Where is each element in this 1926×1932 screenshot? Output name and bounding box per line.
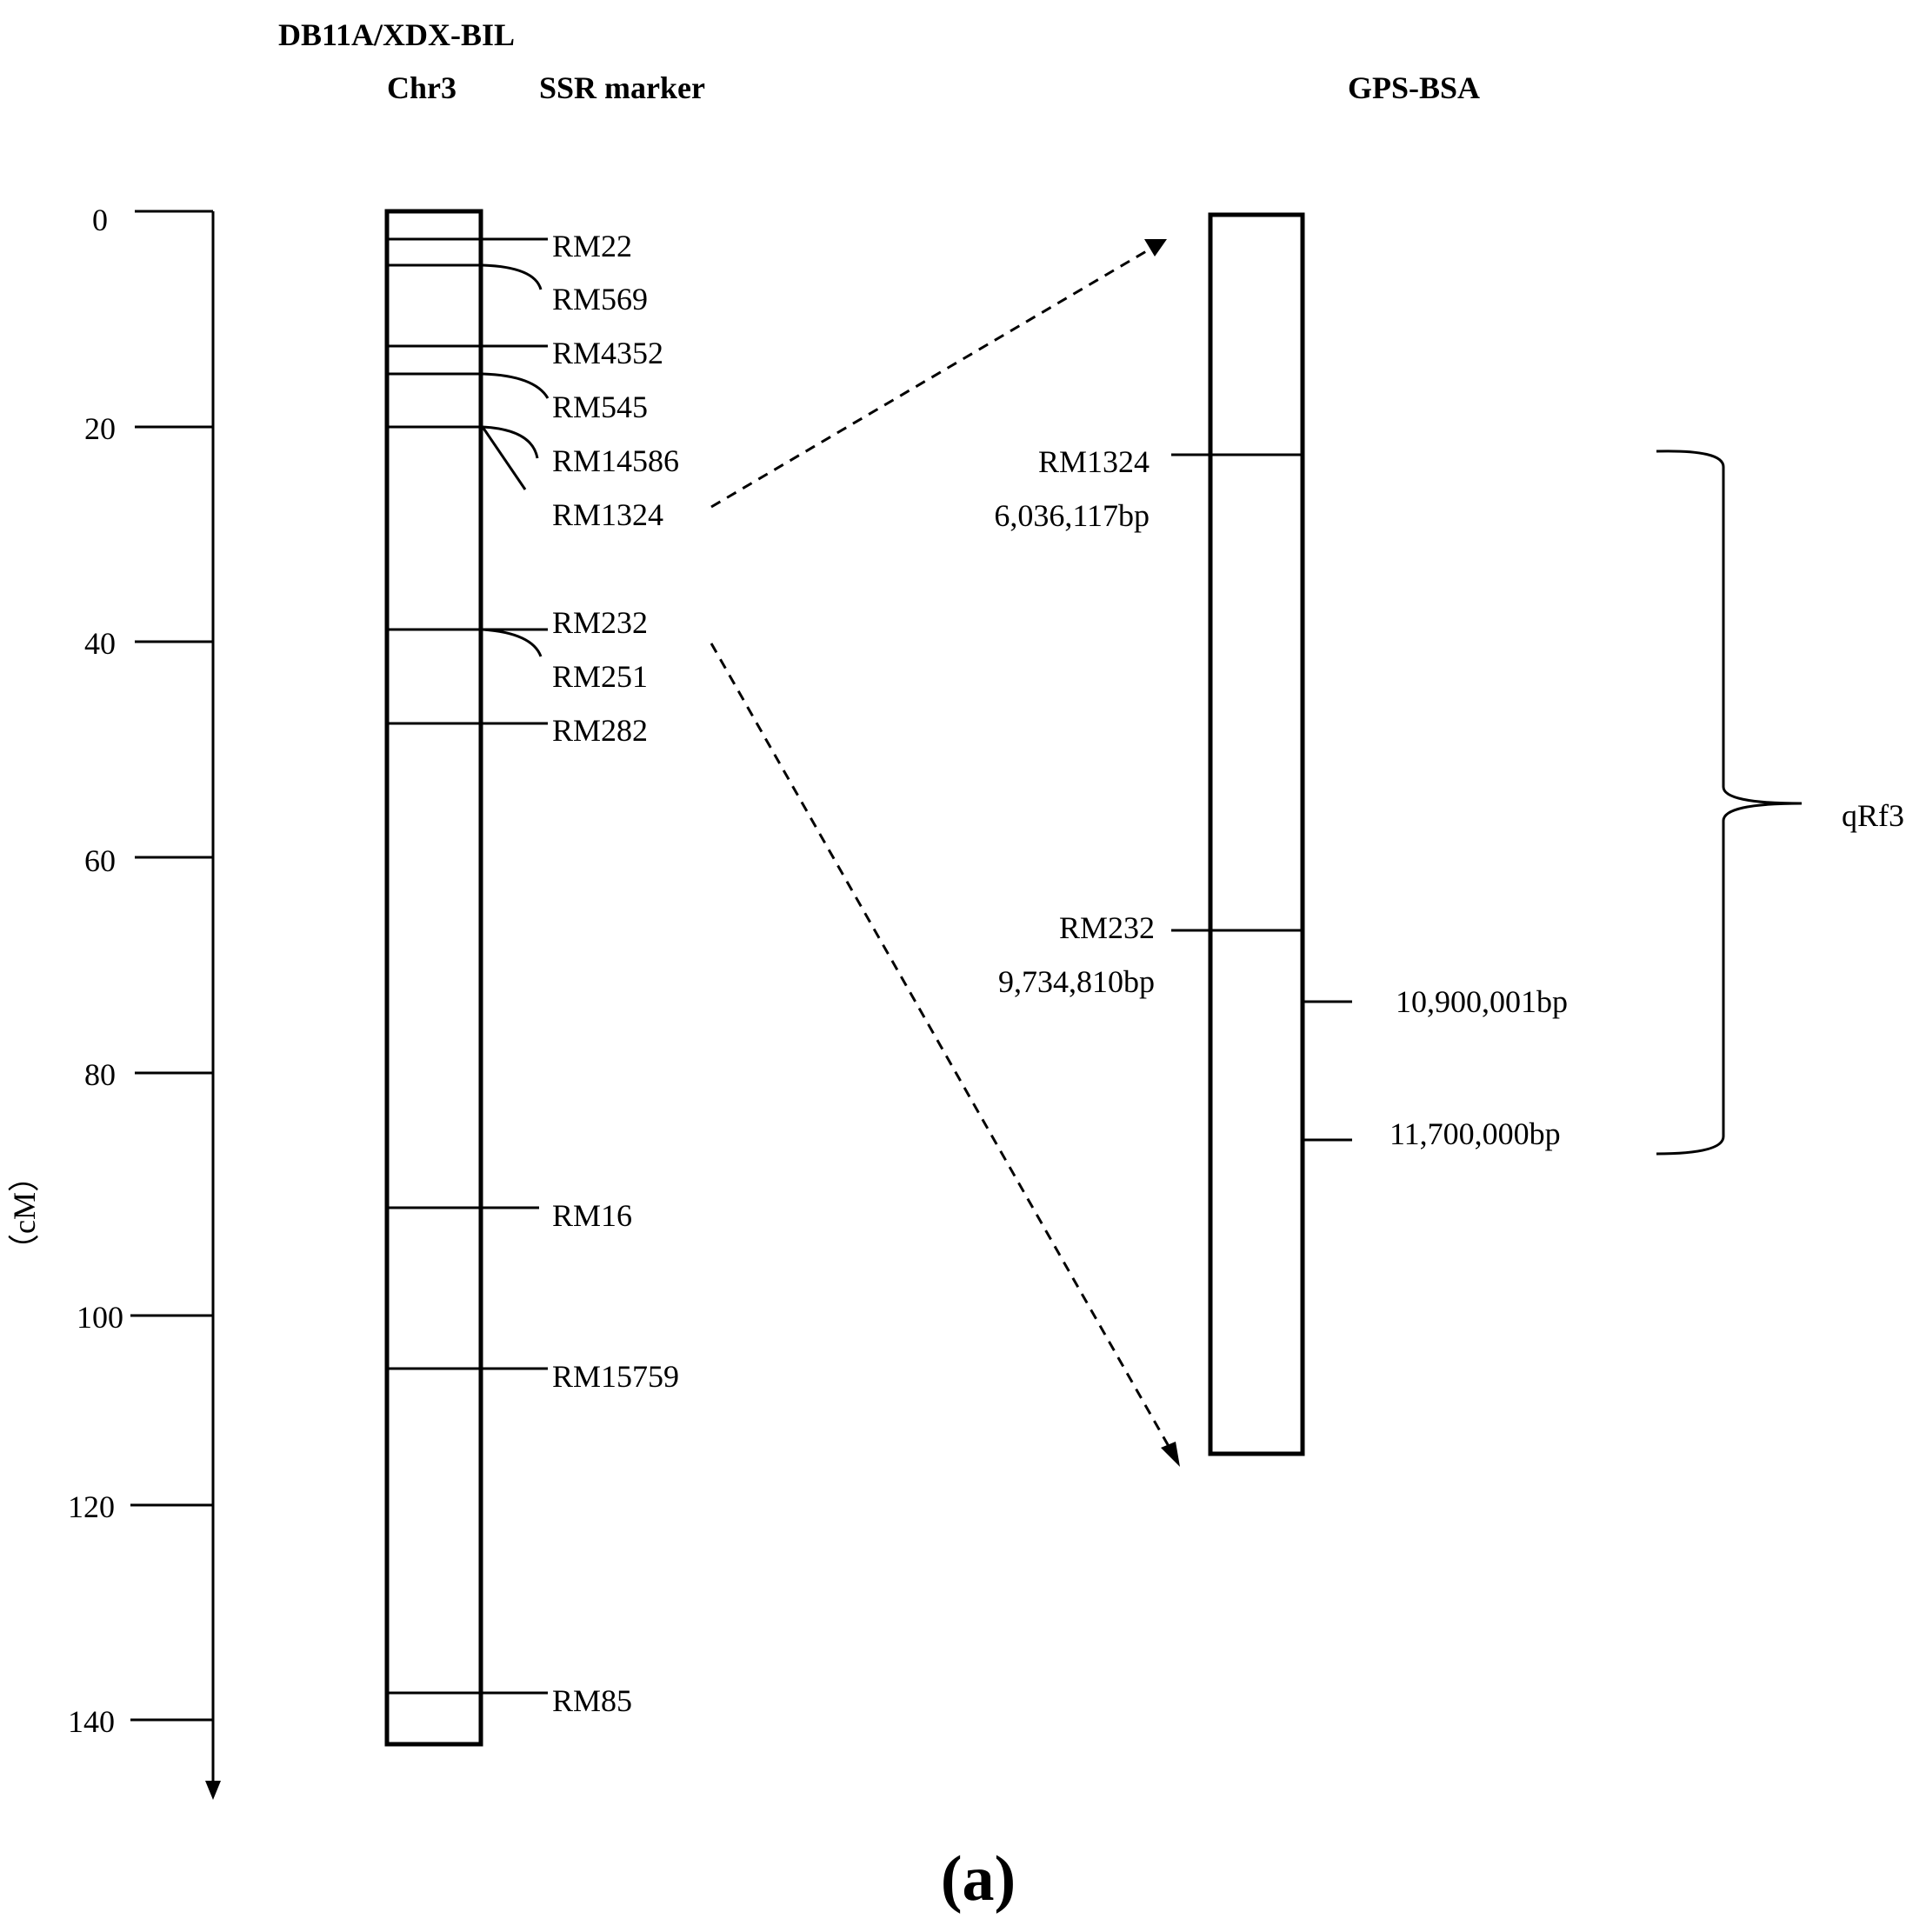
panel-label: (a) <box>941 1843 1016 1915</box>
marker-type-label: SSR marker <box>539 70 705 105</box>
tick-label-140: 140 <box>68 1704 115 1739</box>
marker-line-rm545 <box>387 372 550 399</box>
population-title: DB11A/XDX-BIL <box>278 17 515 52</box>
chromosome-label: Chr3 <box>387 70 457 105</box>
marker-label-rm545: RM545 <box>552 390 648 424</box>
cm-axis: 0 20 40 60 80 100 120 140 （cM） <box>7 203 221 1800</box>
tick-label-120: 120 <box>68 1489 115 1524</box>
method-label: GPS-BSA <box>1348 70 1480 105</box>
marker-label-rm251: RM251 <box>552 659 648 694</box>
marker-label-rm22: RM22 <box>552 229 632 263</box>
axis-arrowhead <box>205 1781 221 1800</box>
marker-label-rm232: RM232 <box>552 605 648 640</box>
zoom-arrows <box>710 239 1180 1467</box>
physical-marker-name-rm1324: RM1324 <box>1038 444 1150 479</box>
physical-map-outline <box>1208 212 1305 1456</box>
physical-marker-pos-rm1324: 6,036,117bp <box>994 498 1150 533</box>
qtl-label: qRf3 <box>1842 798 1904 833</box>
marker-label-rm569: RM569 <box>552 282 648 316</box>
marker-label-rm1324: RM1324 <box>552 497 663 532</box>
zoom-arrow-top-head <box>1144 239 1167 256</box>
marker-line-rm251 <box>387 628 543 657</box>
interval-end-label: 11,700,000bp <box>1390 1116 1561 1151</box>
marker-label-rm16: RM16 <box>552 1198 632 1233</box>
zoom-arrow-bottom <box>710 643 1171 1449</box>
zoom-arrow-bottom-head <box>1161 1442 1180 1467</box>
marker-label-rm282: RM282 <box>552 713 648 748</box>
chromosome-bar <box>384 209 550 1747</box>
chromosome-outline <box>384 209 483 1747</box>
linkage-marker-labels: RM22 RM569 RM4352 RM545 RM14586 RM1324 R… <box>552 229 679 1718</box>
tick-label-80: 80 <box>84 1057 116 1092</box>
qtl-brace: qRf3 <box>1656 450 1904 1156</box>
qtl-brace-path <box>1656 450 1803 1156</box>
interval-start-label: 10,900,001bp <box>1396 984 1568 1019</box>
tick-label-100: 100 <box>77 1300 123 1335</box>
marker-label-rm85: RM85 <box>552 1683 632 1718</box>
zoom-arrow-top <box>710 246 1153 509</box>
tick-label-20: 20 <box>84 411 116 446</box>
marker-label-rm4352: RM4352 <box>552 336 663 370</box>
marker-label-rm14586: RM14586 <box>552 443 679 478</box>
physical-marker-name-rm232: RM232 <box>1059 910 1155 945</box>
axis-unit-label: （cM） <box>7 1161 42 1265</box>
physical-map: RM1324 6,036,117bp RM232 9,734,810bp 10,… <box>994 212 1568 1456</box>
tick-label-0: 0 <box>92 203 108 237</box>
marker-line-rm1324 <box>481 426 527 490</box>
marker-line-rm569 <box>387 263 543 290</box>
tick-label-40: 40 <box>84 626 116 661</box>
physical-marker-pos-rm232: 9,734,810bp <box>998 964 1155 999</box>
marker-line-rm14586 <box>387 425 539 459</box>
marker-label-rm15759: RM15759 <box>552 1359 679 1394</box>
tick-label-60: 60 <box>84 843 116 878</box>
